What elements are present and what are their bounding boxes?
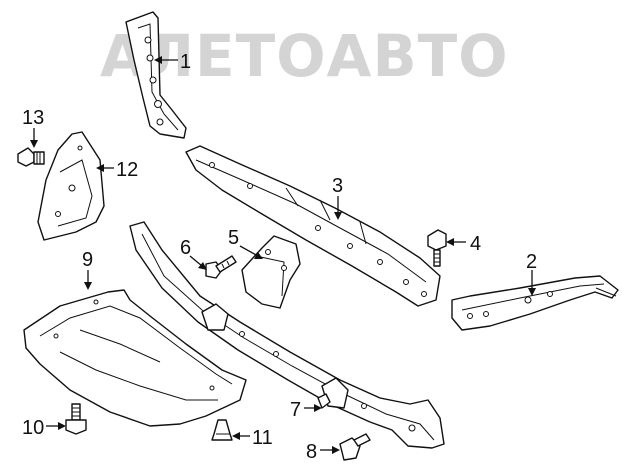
part-12-left-bracket bbox=[37, 131, 105, 241]
callout-11: 11 bbox=[252, 427, 273, 449]
watermark-text: АЛЕТОАВТО bbox=[100, 22, 509, 90]
callout-6: 6 bbox=[180, 237, 191, 259]
part-3-upper-crossmember bbox=[185, 145, 441, 307]
watermark-logo: АЛЕТОАВТО bbox=[100, 22, 509, 90]
callout-2: 2 bbox=[526, 251, 537, 273]
part-7-clip bbox=[317, 393, 331, 409]
lower-crossmember bbox=[129, 221, 445, 449]
callout-labels: 1 2 3 4 5 6 7 8 9 10 11 12 13 bbox=[22, 51, 537, 463]
callout-12: 12 bbox=[116, 159, 138, 181]
part-8-bolt bbox=[339, 433, 371, 461]
callout-1: 1 bbox=[180, 51, 191, 73]
callout-7: 7 bbox=[290, 399, 301, 421]
callout-9: 9 bbox=[82, 249, 93, 271]
part-5-small-bracket bbox=[241, 235, 301, 309]
callout-13: 13 bbox=[22, 107, 44, 129]
callout-5: 5 bbox=[228, 227, 239, 249]
part-6-bolt bbox=[205, 255, 237, 279]
part-11-clip bbox=[211, 419, 233, 441]
callout-3: 3 bbox=[332, 175, 343, 197]
callout-8: 8 bbox=[306, 441, 317, 463]
part-13-bolt bbox=[17, 147, 45, 167]
callout-4: 4 bbox=[470, 233, 481, 255]
part-10-bolt bbox=[65, 403, 87, 435]
part-4-bolt bbox=[427, 229, 447, 267]
part-2-side-bracket bbox=[451, 275, 619, 331]
leader-lines bbox=[30, 56, 536, 454]
callout-10: 10 bbox=[22, 417, 44, 439]
part-9-undercover bbox=[23, 289, 247, 427]
part-1-bracket bbox=[125, 11, 187, 139]
